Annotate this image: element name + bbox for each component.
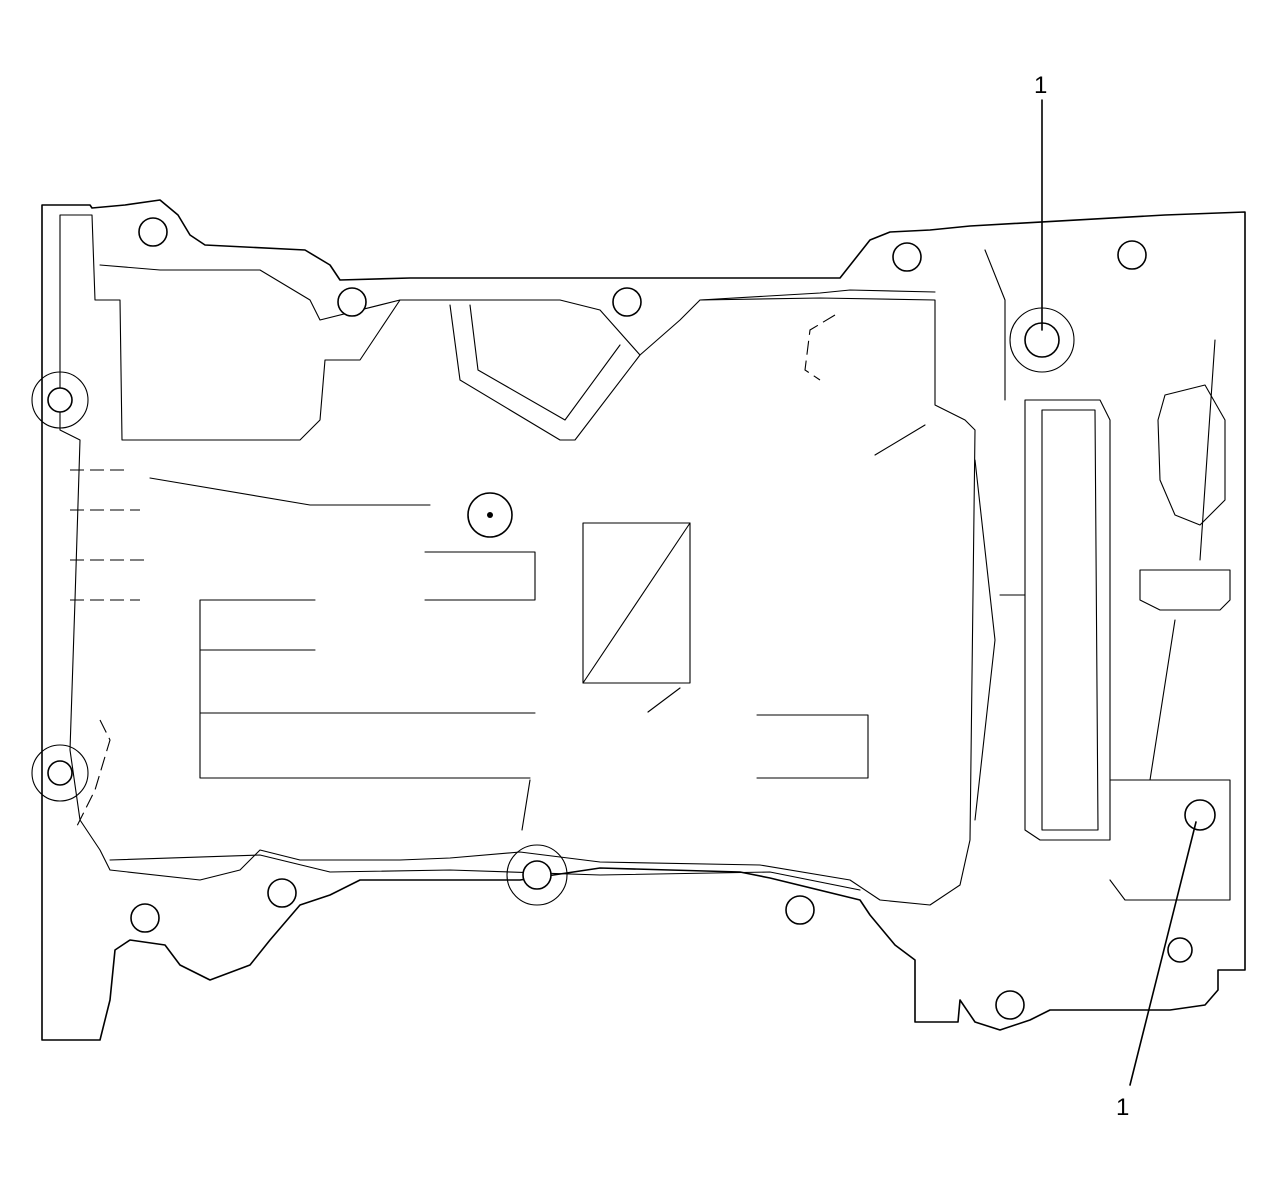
bolt-hole [1167,937,1193,963]
bolt-hole [267,878,297,908]
bolt-hole [612,287,642,317]
bolt-hole [130,903,160,933]
drain-plug-center [487,512,493,518]
bolt-hole [47,760,73,786]
bolt-hole [785,895,815,925]
bolt-holes [47,217,1216,1020]
bolt-hole-target [1184,799,1216,831]
bolt-hole [138,217,168,247]
right-slot-mid [1139,569,1231,611]
sump-panel [582,522,691,684]
callout-label-bottom: 1 [1116,1094,1130,1121]
right-chamber [1024,399,1111,841]
right-slot-top [1157,384,1226,526]
callout-leader-bottom [1129,821,1197,1086]
boss-ring [31,744,89,802]
boss-ring [31,371,89,429]
flange-inner-line [59,214,976,906]
pickup-trough [449,304,641,441]
flange-second-line [99,264,936,891]
bolt-hole [522,860,552,890]
bolt-hole [892,242,922,272]
right-wall-lines [974,249,1231,901]
boss-rings [31,307,1075,906]
oil-pan-outline [41,199,1246,1041]
bolt-hole [1117,240,1147,270]
baffle-lines [149,424,926,831]
callout-label-top: 1 [1034,72,1048,99]
bolt-hole [337,287,367,317]
hidden-line-top [804,314,836,381]
hidden-line-left [70,469,150,831]
boss-ring [506,844,568,906]
bolt-hole [47,387,73,413]
bolt-hole [995,990,1025,1020]
